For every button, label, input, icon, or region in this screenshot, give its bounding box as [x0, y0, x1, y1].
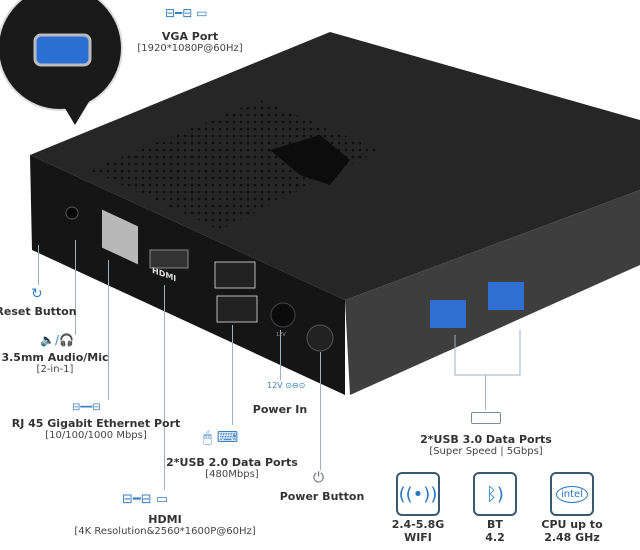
logo-mark: [270, 135, 350, 185]
vga-port: [33, 33, 92, 67]
powerbtn-leader: [320, 352, 321, 470]
wifi-icon: ((•)): [396, 472, 440, 516]
ethernet-leader: [108, 260, 109, 400]
power-jack: [270, 302, 296, 328]
usb3-port-1: [430, 300, 466, 328]
usb3-leader: [485, 375, 486, 410]
power-print: 12V: [276, 332, 286, 338]
feature-line1: BT: [487, 518, 503, 531]
ethernet-title: RJ 45 Gigabit Ethernet Port: [11, 417, 181, 430]
feature-line2: 4.2: [485, 531, 505, 544]
power-in-title: Power In: [252, 403, 308, 416]
vga-zoom-pointer: [60, 100, 90, 125]
ethernet-callout: RJ 45 Gigabit Ethernet Port[10/100/1000 …: [12, 417, 181, 441]
audio-leader: [75, 240, 76, 335]
usb-port-icon: [471, 412, 501, 424]
power-button-title: Power Button: [279, 490, 365, 503]
hdmi-callout: HDMI[4K Resolution&2560*1600P@60Hz]: [74, 513, 255, 537]
power-icon: ⏻: [313, 470, 325, 486]
vga-title: VGA Port: [161, 30, 219, 43]
vga-cable-monitor-icon: ⊟━⊟ ▭: [165, 6, 208, 20]
usb3-bracket: [454, 330, 521, 376]
usb2-callout: 2*USB 2.0 Data Ports[480Mbps]: [166, 456, 298, 480]
hdmi-port: [149, 249, 189, 269]
feature-line1: CPU up to: [541, 518, 603, 531]
usb2-title: 2*USB 2.0 Data Ports: [166, 456, 298, 469]
audio-sub: [2-in-1]: [36, 364, 74, 375]
usb2-port-2: [216, 295, 258, 323]
usb3-port-2: [488, 282, 524, 310]
reset-callout: Reset Button: [0, 305, 77, 318]
feature-line1: 2.4-5.8G: [391, 518, 445, 531]
audio-jack: [65, 206, 79, 220]
usb3-sub: [Super Speed | 5Gbps]: [429, 446, 543, 457]
feature-line2: 2.48 GHz: [544, 531, 600, 544]
power-button-device: [306, 324, 334, 352]
power-in-voltage: 12V: [267, 381, 283, 390]
ethernet-cable-icon: ⊟━━⊟: [72, 402, 101, 413]
usb2-port-1: [214, 261, 256, 289]
hdmi-leader: [164, 285, 165, 490]
audio-callout: 3.5mm Audio/Mic[2-in-1]: [1, 351, 108, 375]
feature-line2: WIFI: [404, 531, 432, 544]
usb3-title: 2*USB 3.0 Data Ports: [420, 433, 552, 446]
vga-sub: [1920*1080P@60Hz]: [137, 43, 243, 54]
dc-power-icon: 12V ⊙⊖⊙: [267, 381, 306, 390]
usb3-callout: 2*USB 3.0 Data Ports[Super Speed | 5Gbps…: [420, 433, 552, 457]
reset-icon: ↻: [31, 286, 43, 302]
usb2-leader: [232, 325, 233, 425]
reset-title: Reset Button: [0, 305, 77, 318]
mouse-keyboard-icon: 🖱 ⌨: [203, 428, 239, 446]
usb2-sub: [480Mbps]: [205, 469, 259, 480]
intel-badge: intel: [556, 485, 588, 503]
hdmi-title: HDMI: [148, 513, 182, 526]
power-in-callout: Power In: [253, 403, 307, 416]
speaker-headset-icon: 🔈/🎧: [40, 333, 74, 347]
vga-callout: VGA Port[1920*1080P@60Hz]: [137, 30, 242, 54]
power-button-callout: Power Button: [280, 490, 365, 503]
ethernet-sub: [10/100/1000 Mbps]: [45, 430, 147, 441]
ethernet-port: [102, 209, 138, 265]
bluetooth-icon: ᛒ): [473, 472, 517, 516]
audio-title: 3.5mm Audio/Mic: [1, 351, 109, 364]
powerin-leader: [280, 330, 281, 380]
reset-leader: [38, 245, 39, 285]
intel-cpu-icon: intel: [550, 472, 594, 516]
hdmi-sub: [4K Resolution&2560*1600P@60Hz]: [74, 526, 256, 537]
hdmi-cable-monitor-icon: ⊟━⊟ ▭: [122, 492, 169, 507]
vent-pattern: [90, 100, 380, 230]
